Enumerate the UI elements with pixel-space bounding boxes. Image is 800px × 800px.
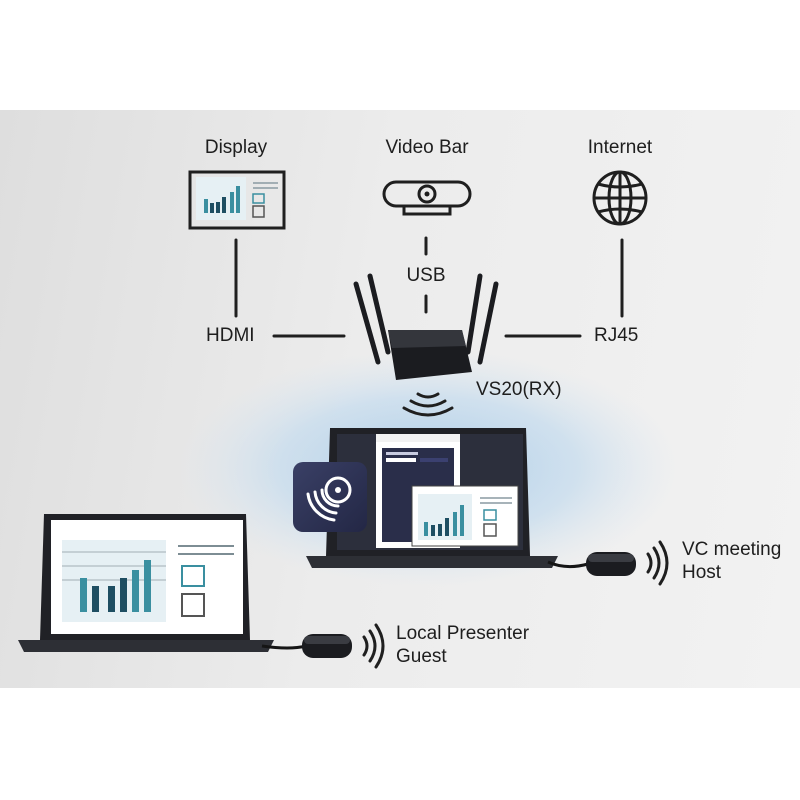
host-laptop bbox=[306, 428, 558, 568]
presenter-label-line2: Guest bbox=[396, 646, 447, 667]
wireless-router-icon bbox=[353, 273, 499, 380]
host-signal-icon bbox=[646, 540, 669, 586]
presenter-signal-icon bbox=[362, 623, 385, 669]
presenter-label: Local Presenter Guest bbox=[396, 622, 529, 668]
presenter-dongle-icon bbox=[261, 634, 352, 658]
host-label-line2: Host bbox=[682, 562, 722, 583]
video-bar-label: Video Bar bbox=[385, 137, 469, 158]
wireless-signal-icon bbox=[402, 392, 454, 417]
usb-label: USB bbox=[406, 265, 446, 286]
video-bar-icon bbox=[382, 180, 472, 216]
connector-lines bbox=[234, 236, 624, 338]
presenter-label-line1: Local Presenter bbox=[396, 623, 530, 644]
rj45-label: RJ45 bbox=[594, 325, 639, 346]
display-icon bbox=[188, 170, 286, 230]
display-label: Display bbox=[204, 137, 268, 158]
screen-share-app-icon bbox=[293, 462, 367, 532]
host-label: VC meeting Host bbox=[682, 538, 781, 584]
hdmi-label: HDMI bbox=[206, 325, 255, 346]
host-label-line1: VC meeting bbox=[682, 539, 782, 560]
globe-icon bbox=[592, 170, 648, 226]
receiver-label: VS20(RX) bbox=[476, 379, 562, 400]
internet-label: Internet bbox=[587, 137, 653, 158]
host-dongle-icon bbox=[547, 552, 636, 576]
presenter-laptop bbox=[18, 514, 274, 652]
